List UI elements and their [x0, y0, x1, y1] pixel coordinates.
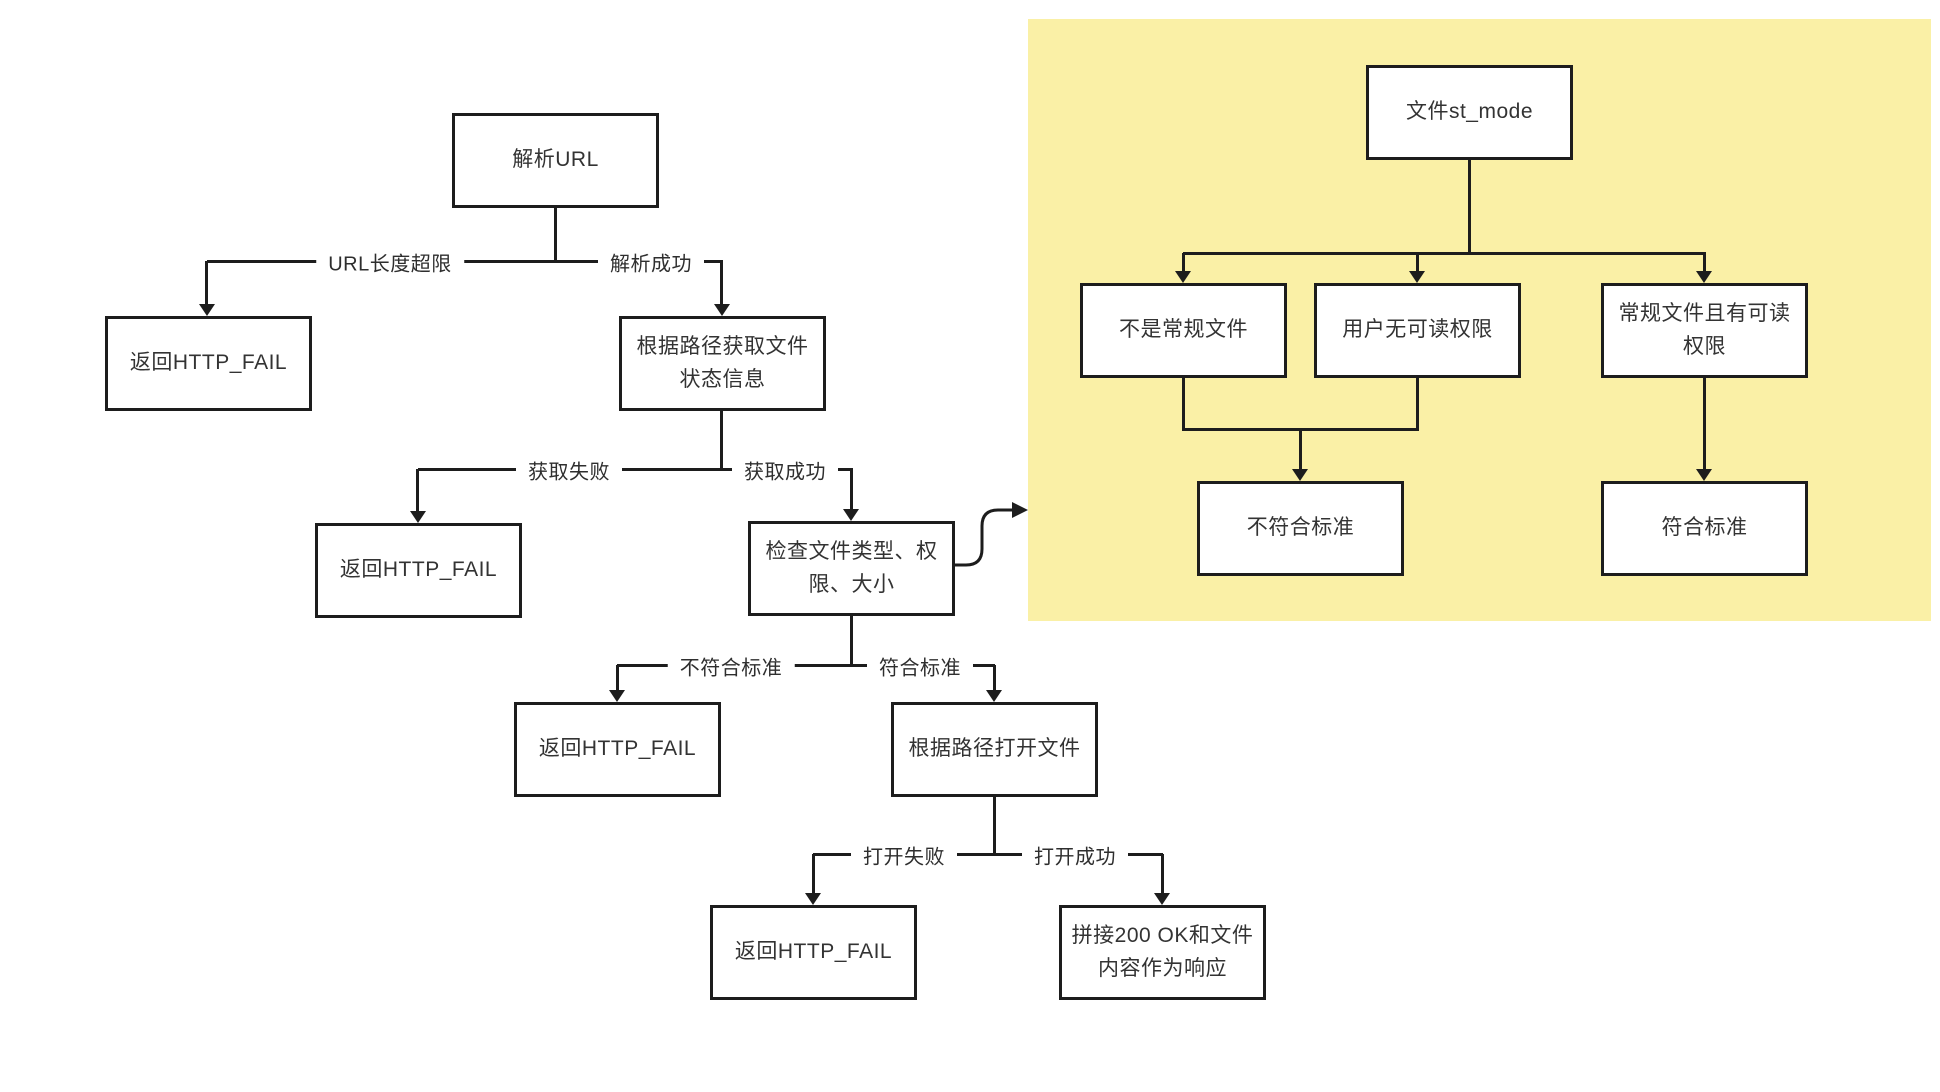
edge-label-not-standard: 不符合标准	[667, 649, 795, 683]
node-label: 根据路径打开文件	[908, 737, 1081, 761]
node-label: 不符合标准	[1246, 516, 1355, 540]
arrowhead-down-icon	[1696, 469, 1712, 481]
node-label: 返回HTTP_FAIL	[538, 737, 697, 761]
node-label: 返回HTTP_FAIL	[129, 351, 288, 375]
node-not-regular: 不是常规文件	[1080, 283, 1287, 378]
node-label: 返回HTTP_FAIL	[734, 940, 893, 964]
node-no-read-perm: 用户无可读权限	[1314, 283, 1521, 378]
node-standard: 符合标准	[1601, 481, 1808, 576]
arrowhead-down-icon	[1292, 469, 1308, 481]
node-label: 不是常规文件	[1119, 318, 1248, 342]
node-label: 用户无可读权限	[1342, 318, 1493, 342]
arrowhead-down-icon	[843, 509, 859, 521]
connector-line	[617, 664, 995, 667]
arrowhead-down-icon	[986, 690, 1002, 702]
connector-line	[812, 854, 815, 893]
node-fail-check: 返回HTTP_FAIL	[514, 702, 721, 797]
arrowhead-down-icon	[609, 690, 625, 702]
connector-line	[1183, 252, 1706, 255]
connector-line	[205, 261, 208, 304]
connector-line	[1468, 160, 1471, 255]
node-label: 检查文件类型、权 限、大小	[765, 539, 938, 596]
connector-line	[1416, 253, 1419, 271]
node-response: 拼接200 OK和文件 内容作为响应	[1059, 905, 1266, 1000]
connector-line	[720, 261, 723, 304]
connector-line	[1416, 378, 1419, 431]
node-regular-readable: 常规文件且有可读 权限	[1601, 283, 1808, 378]
connector-line	[850, 616, 853, 666]
connector-line	[813, 853, 1163, 856]
arrowhead-down-icon	[410, 511, 426, 523]
edge-label-parse-ok: 解析成功	[598, 245, 704, 279]
arrowhead-down-icon	[1696, 271, 1712, 283]
connector-line	[1182, 378, 1185, 431]
connector-line	[993, 665, 996, 690]
edge-label-open-fail: 打开失败	[851, 838, 957, 872]
arrowhead-down-icon	[1175, 271, 1191, 283]
edge-label-url-too-long: URL长度超限	[316, 245, 464, 279]
arrowhead-down-icon	[1409, 271, 1425, 283]
node-parse-url: 解析URL	[452, 113, 659, 208]
connector-line	[1299, 429, 1302, 469]
node-label: 文件st_mode	[1405, 100, 1534, 124]
connector-line	[418, 468, 853, 471]
arrowhead-down-icon	[199, 304, 215, 316]
connector-line	[416, 469, 419, 511]
node-open-file: 根据路径打开文件	[891, 702, 1098, 797]
connector-line	[207, 260, 723, 263]
arrowhead-down-icon	[1154, 893, 1170, 905]
connector-line	[850, 469, 853, 509]
arrowhead-down-icon	[714, 304, 730, 316]
edge-label-stat-ok: 获取成功	[732, 453, 838, 487]
connector-line	[1703, 253, 1706, 271]
node-label: 返回HTTP_FAIL	[339, 558, 498, 582]
connector-line	[993, 797, 996, 855]
node-get-stat: 根据路径获取文件 状态信息	[619, 316, 826, 411]
arrowhead-right-icon	[1012, 502, 1028, 518]
edge-label-open-ok: 打开成功	[1022, 838, 1128, 872]
node-label: 根据路径获取文件 状态信息	[636, 334, 809, 391]
node-label: 常规文件且有可读 权限	[1618, 301, 1791, 358]
node-fail-stat: 返回HTTP_FAIL	[315, 523, 522, 618]
node-fail-open: 返回HTTP_FAIL	[710, 905, 917, 1000]
connector-line	[616, 665, 619, 690]
node-label: 解析URL	[512, 148, 599, 172]
connector-line	[554, 208, 557, 262]
node-label: 符合标准	[1661, 516, 1748, 540]
connector-line	[1161, 854, 1164, 893]
node-fail-url: 返回HTTP_FAIL	[105, 316, 312, 411]
node-st-mode: 文件st_mode	[1366, 65, 1573, 160]
connector-line	[1703, 378, 1706, 469]
node-not-standard: 不符合标准	[1197, 481, 1404, 576]
connector-line	[720, 411, 723, 471]
arrowhead-down-icon	[805, 893, 821, 905]
node-label: 拼接200 OK和文件 内容作为响应	[1071, 923, 1254, 980]
curve-connector	[953, 502, 1028, 567]
node-check-file: 检查文件类型、权 限、大小	[748, 521, 955, 616]
edge-label-stat-fail: 获取失败	[516, 453, 622, 487]
edge-label-standard: 符合标准	[867, 649, 973, 683]
connector-line	[1182, 253, 1185, 271]
